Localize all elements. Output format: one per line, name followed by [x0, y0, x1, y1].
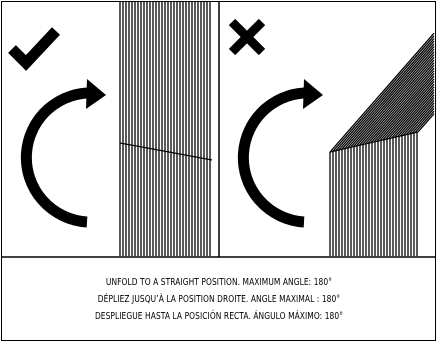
instruction-caption: UNFOLD TO A STRAIGHT POSITION. MAXIMUM A… [50, 258, 389, 340]
overfolded-stripes [330, 33, 434, 256]
stripe [371, 71, 434, 143]
arrow-head [303, 79, 323, 109]
straight-fold-stripes [120, 2, 210, 256]
stripe [356, 57, 434, 146]
stripe [351, 52, 434, 147]
unfold-arrow-icon [26, 93, 95, 222]
unfold-arrow-icon [243, 93, 312, 222]
instruction-french: DÉPLIEZ JUSQU’À LA POSITION DROITE. ANGL… [98, 291, 340, 308]
stripe [336, 39, 434, 151]
incorrect-panel [232, 22, 434, 256]
instruction-spanish: DESPLIEGUE HASTA LA POSICIÓN RECTA. ÁNGU… [95, 308, 343, 325]
stripe [330, 33, 434, 152]
check-icon [12, 31, 56, 63]
correct-panel [12, 2, 212, 256]
arrow-head [86, 79, 106, 109]
stripe [377, 76, 434, 141]
instruction-english: UNFOLD TO A STRAIGHT POSITION. MAXIMUM A… [106, 274, 332, 291]
